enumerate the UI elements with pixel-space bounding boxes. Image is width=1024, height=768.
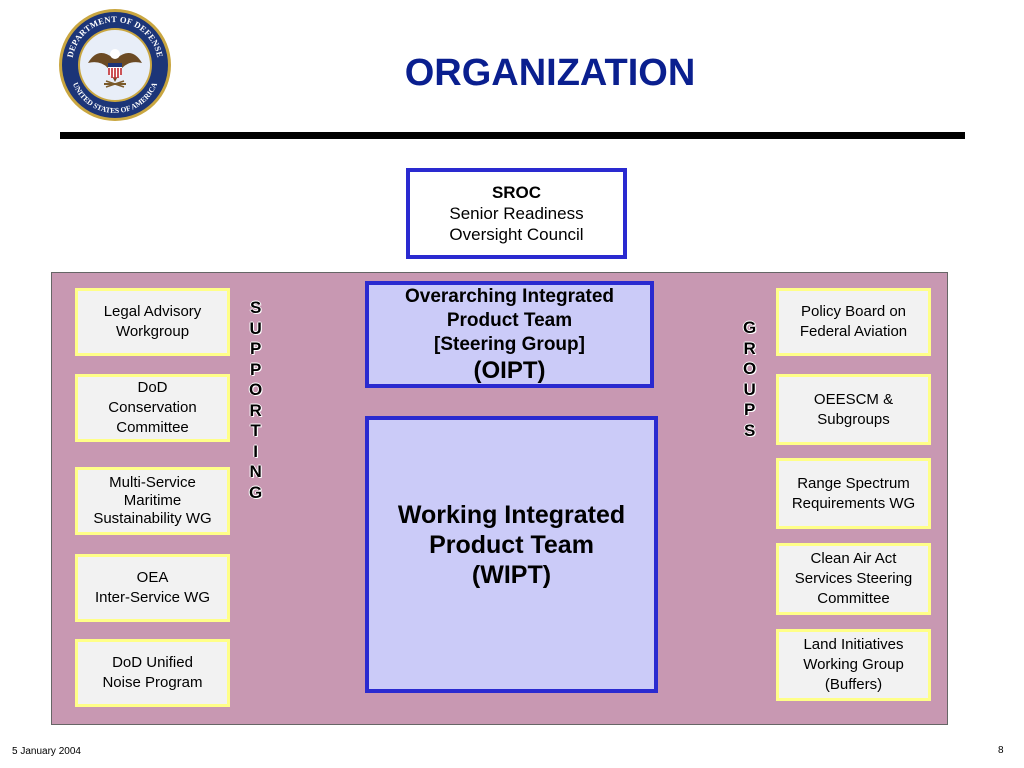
supporting-letter: R <box>249 400 262 420</box>
group-label-line: OEA <box>136 569 169 586</box>
oipt-line-1: Overarching Integrated <box>404 285 615 307</box>
left-group-multi-service-maritime: Multi-Service Maritime Sustainability WG <box>75 467 230 535</box>
supporting-letter: N <box>249 462 262 481</box>
groups-letter: R <box>743 338 756 358</box>
page-title: ORGANIZATION <box>404 52 696 94</box>
oipt-acronym: (OIPT) <box>473 356 546 384</box>
sroc-name: SROC <box>491 183 542 202</box>
dod-seal-logo: DEPARTMENT OF DEFENSE UNITED STATES OF A… <box>59 9 171 121</box>
left-group-oea: OEA Inter-Service WG <box>75 554 230 622</box>
right-group-clean-air-act: Clean Air Act Services Steering Committe… <box>776 543 931 615</box>
group-label-line: OEESCM & <box>813 390 894 408</box>
sroc-box: SROC Senior Readiness Oversight Council <box>406 168 627 259</box>
supporting-letter: S <box>249 298 262 317</box>
oipt-box: Overarching Integrated Product Team [Ste… <box>365 281 654 388</box>
group-label-line: Range Spectrum <box>797 474 910 492</box>
oipt-line-2: Product Team <box>446 309 573 331</box>
groups-letter: P <box>743 400 756 419</box>
group-label-line: Maritime <box>123 492 182 509</box>
group-label-line: Inter-Service WG <box>94 589 211 606</box>
group-label-line: Noise Program <box>102 674 203 691</box>
group-label-line: Sustainability WG <box>93 510 212 527</box>
right-group-land-initiatives: Land Initiatives Working Group (Buffers) <box>776 629 931 701</box>
wipt-box: Working Integrated Product Team (WIPT) <box>365 416 658 693</box>
groups-letter: O <box>743 359 757 378</box>
supporting-vertical-label: S U P P O R T I N G <box>249 298 262 503</box>
right-group-policy-board: Policy Board on Federal Aviation <box>776 288 931 356</box>
group-label-line: Requirements WG <box>791 494 916 512</box>
group-label-line: (Buffers) <box>824 676 883 693</box>
group-label-line: Legal Advisory <box>103 303 202 320</box>
group-label-line: Conservation <box>108 399 197 416</box>
supporting-letter: P <box>249 339 262 358</box>
group-label-line: Workgroup <box>115 323 190 340</box>
sroc-line-1: Senior Readiness <box>449 204 584 223</box>
groups-vertical-label: G R O U P S <box>743 318 756 441</box>
group-label-line: Multi-Service <box>109 474 196 491</box>
page-number: 8 <box>998 745 1004 756</box>
group-label-line: Committee <box>817 590 890 607</box>
group-label-line: Policy Board on <box>800 303 907 320</box>
supporting-letter: P <box>249 359 262 379</box>
group-label-line: DoD <box>137 379 168 396</box>
wipt-line-1: Working Integrated <box>397 500 626 529</box>
oipt-line-3: [Steering Group] <box>434 333 585 355</box>
supporting-letter: T <box>250 421 261 440</box>
group-label-line: DoD Unified <box>112 654 193 671</box>
title-divider <box>60 132 965 139</box>
left-group-dod-conservation: DoD Conservation Committee <box>75 374 230 442</box>
group-label-line: Committee <box>116 419 189 436</box>
group-label-line: Federal Aviation <box>799 323 908 340</box>
group-label-line: Working Group <box>803 656 904 673</box>
groups-letter: U <box>743 379 756 399</box>
group-label-line: Clean Air Act <box>810 550 897 567</box>
wipt-line-2: Product Team <box>429 530 594 559</box>
supporting-letter: U <box>249 318 262 338</box>
footer-date: 5 January 2004 <box>12 746 81 757</box>
groups-letter: S <box>743 420 756 440</box>
groups-letter: G <box>743 318 757 337</box>
left-group-legal-advisory: Legal Advisory Workgroup <box>75 288 230 356</box>
sroc-line-2: Oversight Council <box>449 225 584 244</box>
wipt-acronym: (WIPT) <box>471 560 552 589</box>
group-label-line: Services Steering <box>794 570 913 587</box>
supporting-letter: I <box>253 441 258 461</box>
supporting-letter: G <box>249 482 263 502</box>
group-label-line: Subgroups <box>817 410 890 428</box>
right-group-range-spectrum: Range Spectrum Requirements WG <box>776 458 931 529</box>
left-group-dod-noise: DoD Unified Noise Program <box>75 639 230 707</box>
group-label-line: Land Initiatives <box>803 636 904 653</box>
supporting-letter: O <box>249 380 263 399</box>
right-group-oeescm: OEESCM & Subgroups <box>776 374 931 445</box>
